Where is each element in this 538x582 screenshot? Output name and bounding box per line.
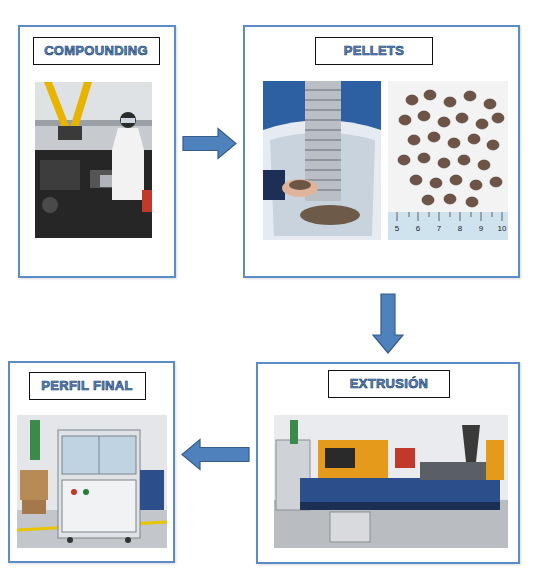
ruler-number: 6: [416, 224, 420, 233]
ruler-number: 10: [498, 224, 507, 233]
stage-box: COMPOUNDING: [18, 25, 176, 278]
pellets-closeup-photo: [388, 81, 508, 240]
compounding-photo: [35, 82, 152, 238]
stage-box: PELLETS: [243, 25, 520, 278]
block-arrow: [183, 129, 236, 159]
ruler-number: 9: [479, 224, 483, 233]
final-profile-photo: [17, 415, 167, 548]
stage-box: PERFIL FINAL: [8, 361, 175, 563]
ruler-number: 5: [395, 224, 399, 233]
extrusion-photo: [274, 415, 508, 548]
ruler-number: 8: [458, 224, 462, 233]
stage-box: EXTRUSIÓN: [256, 362, 520, 564]
stage-label: PELLETS: [315, 37, 433, 65]
block-arrow: [373, 294, 403, 353]
block-arrow: [182, 440, 249, 470]
stage-label: PERFIL FINAL: [29, 372, 146, 400]
stage-label: COMPOUNDING: [33, 37, 160, 65]
ruler-number: 7: [437, 224, 441, 233]
pellets-bucket-photo: [263, 81, 381, 240]
stage-label: EXTRUSIÓN: [328, 370, 450, 398]
